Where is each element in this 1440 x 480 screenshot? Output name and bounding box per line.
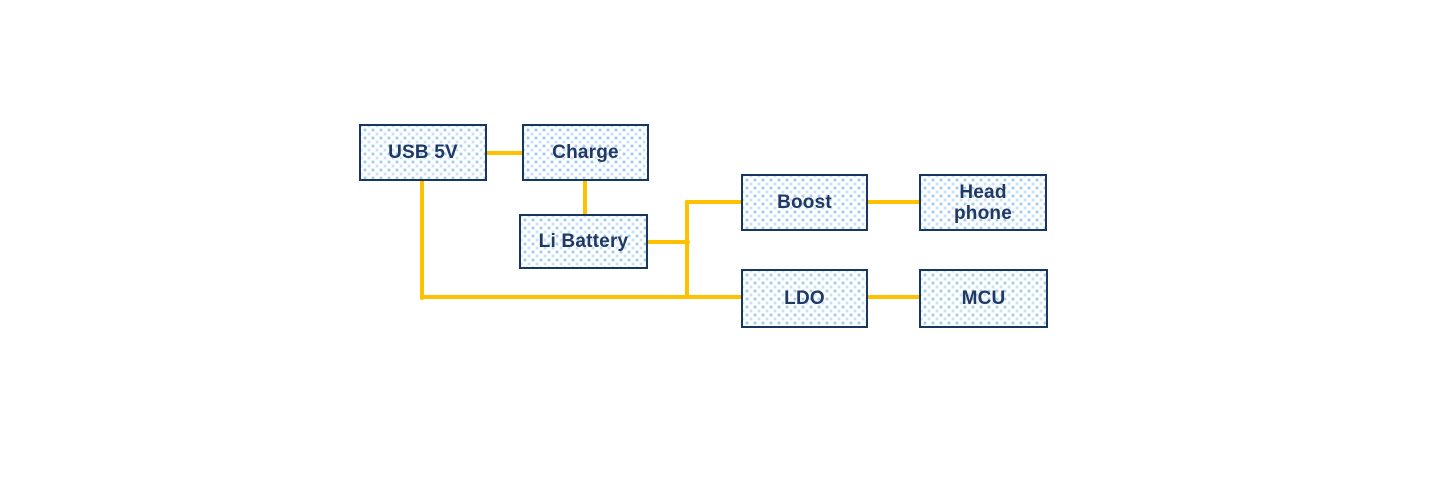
node-ldo-label: LDO: [784, 288, 825, 309]
connector-usb5v-charge: [485, 151, 524, 155]
connector-branch-vertical: [685, 200, 689, 299]
node-li-battery: Li Battery: [519, 214, 648, 269]
node-usb-5v: USB 5V: [359, 124, 487, 181]
connector-libattery-branch: [646, 240, 690, 244]
node-usb-5v-label: USB 5V: [388, 142, 458, 163]
node-boost-label: Boost: [777, 192, 832, 213]
node-mcu-label: MCU: [961, 288, 1006, 309]
node-mcu: MCU: [919, 269, 1048, 328]
node-headphone: Head phone: [919, 174, 1047, 231]
connector-charge-libattery: [583, 179, 587, 216]
connector-usb5v-down: [420, 179, 424, 300]
node-headphone-label: Head phone: [954, 181, 1012, 224]
connector-ldo-mcu: [866, 295, 921, 299]
connector-branch-boost: [685, 200, 743, 204]
node-ldo: LDO: [741, 269, 868, 328]
connector-boost-headphone: [866, 200, 921, 204]
node-li-battery-label: Li Battery: [538, 231, 629, 252]
node-boost: Boost: [741, 174, 868, 231]
connector-usb5v-ldo: [420, 295, 743, 299]
node-charge: Charge: [522, 124, 649, 181]
node-charge-label: Charge: [552, 142, 619, 163]
